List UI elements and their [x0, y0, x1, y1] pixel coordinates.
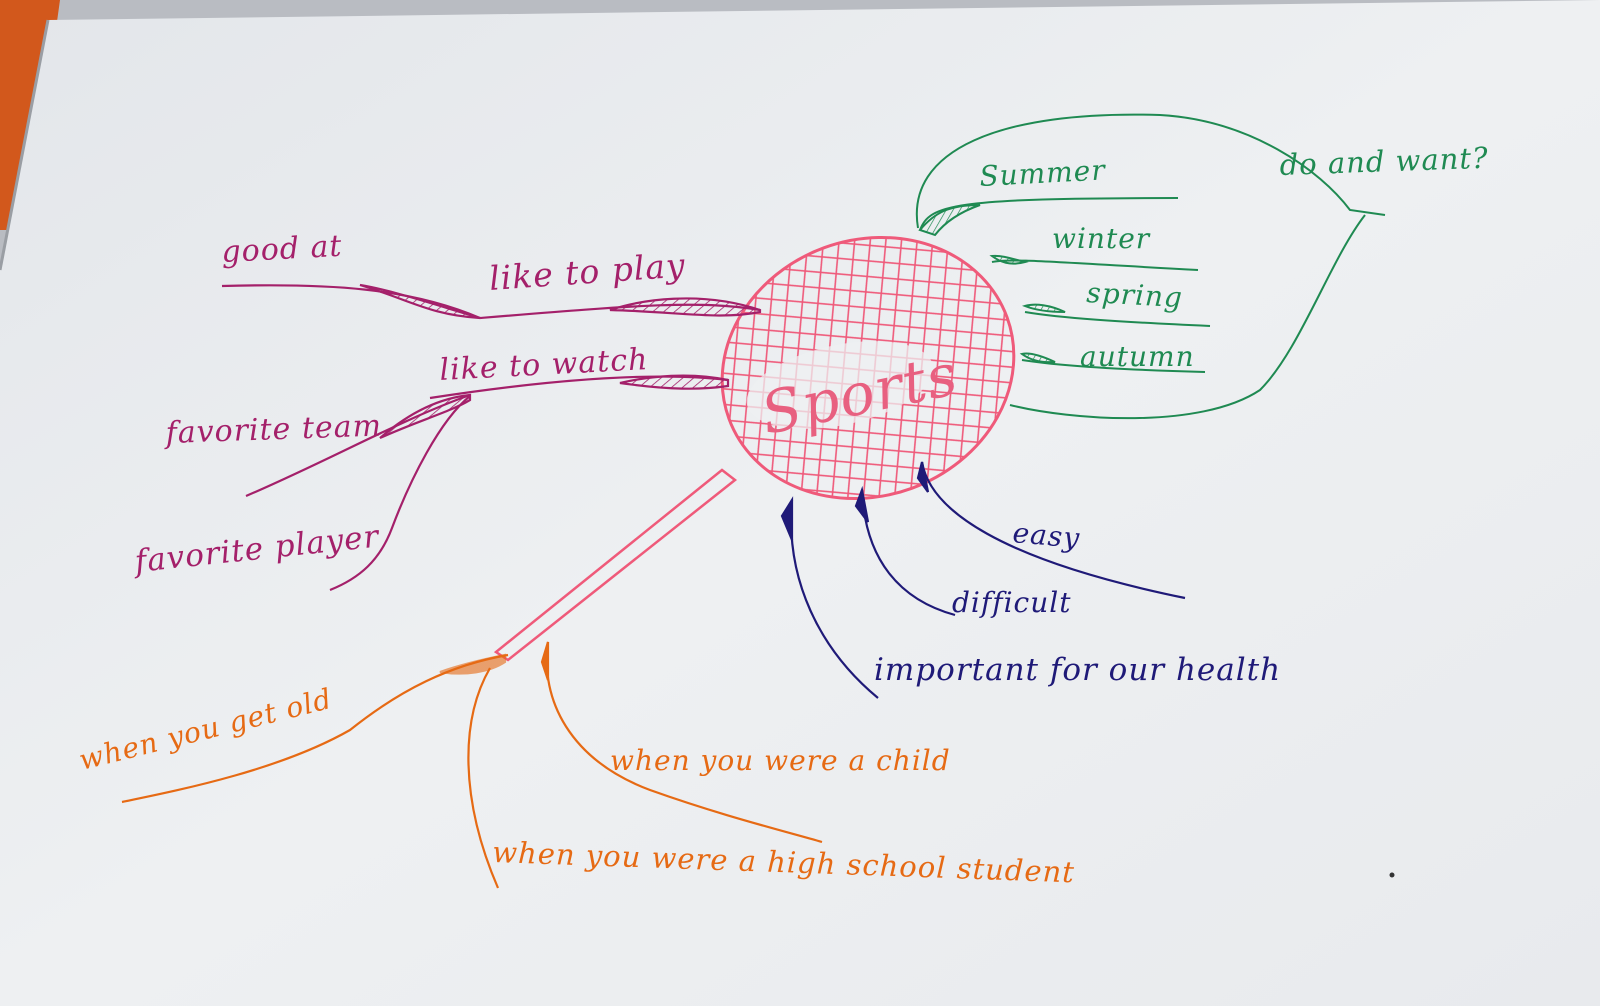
connector-autumn	[1021, 359, 1206, 373]
loop-top	[915, 113, 1386, 229]
hatch-favorite-team	[379, 393, 472, 440]
hatch-like-to-watch	[619, 374, 730, 390]
node-easy: easy	[1011, 516, 1081, 555]
node-spring: spring	[1086, 276, 1184, 314]
pen-dot	[1389, 872, 1395, 878]
loop-bottom	[1009, 214, 1366, 420]
connector-favorite-player	[329, 395, 471, 592]
connector-good-at	[221, 284, 481, 320]
tip-child	[540, 641, 550, 681]
paper-edge	[0, 19, 50, 271]
tip-important	[780, 496, 794, 541]
connector-child	[545, 641, 823, 844]
tip-easy	[916, 461, 930, 493]
node-important-for-health: important for our health	[874, 652, 1281, 688]
center-node: Sports	[493, 236, 1016, 662]
branch-difficulty	[780, 461, 1186, 699]
hatch-summer	[918, 204, 981, 237]
hatch-like-to-play	[609, 297, 762, 317]
tip-difficult	[854, 485, 870, 523]
branch-seasons	[915, 113, 1386, 420]
hatch-spring	[1021, 303, 1066, 313]
connector-spring	[1024, 311, 1211, 327]
node-good-at: good at	[221, 229, 344, 270]
node-favorite-team: favorite team	[163, 408, 383, 451]
connector-easy	[920, 461, 1186, 600]
racket-handle	[493, 468, 738, 662]
node-summer: Summer	[979, 153, 1107, 193]
node-do-and-want: do and want?	[1279, 141, 1489, 182]
connector-high-school	[467, 667, 500, 889]
node-autumn: autumn	[1080, 340, 1195, 373]
branch-play-watch	[221, 283, 762, 592]
node-winter: winter	[1052, 222, 1151, 255]
branch-age	[121, 641, 823, 889]
hatch-winter	[989, 254, 1029, 265]
node-when-you-were-a-child: when you were a child	[610, 744, 951, 777]
center-label-backdrop	[746, 341, 934, 429]
hatch-autumn	[1019, 352, 1056, 364]
node-difficult: difficult	[952, 586, 1071, 619]
